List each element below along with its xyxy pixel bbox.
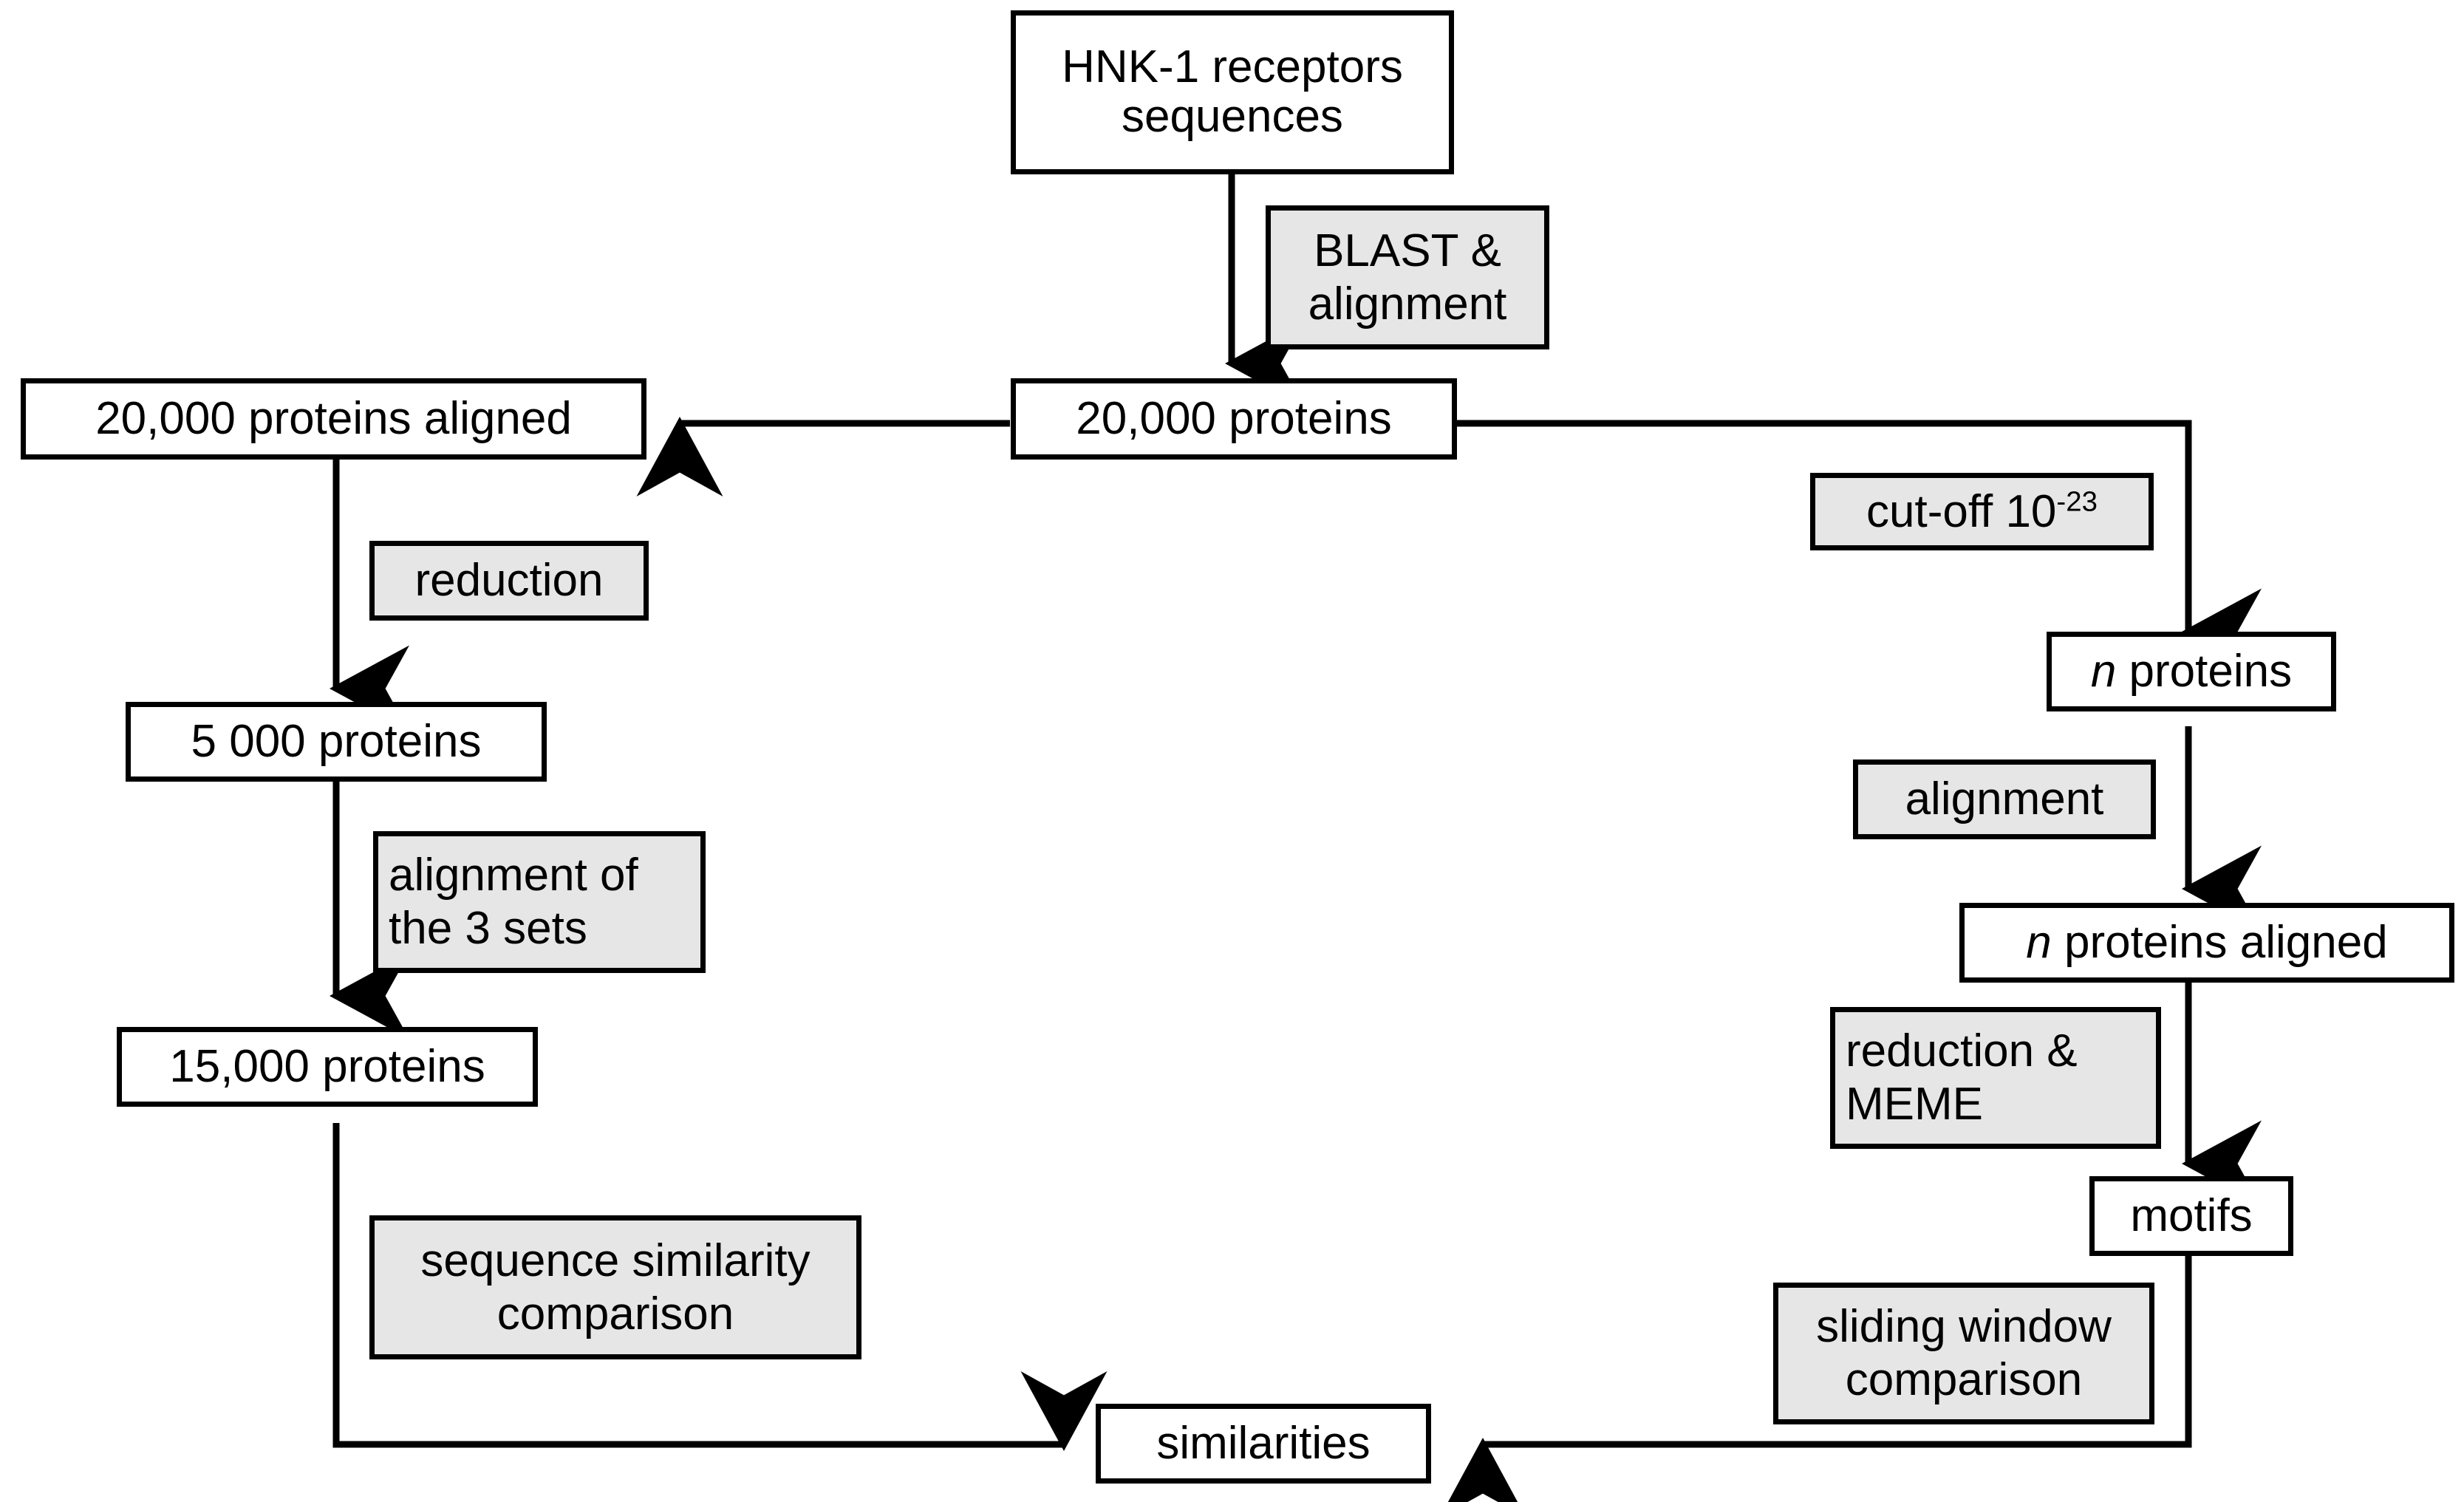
label-blast-alignment[interactable]: BLAST & alignment — [1266, 205, 1549, 349]
node-n-proteins[interactable]: n proteins — [2047, 632, 2336, 711]
label-sequence-similarity-line1: sequence similarity — [420, 1235, 810, 1286]
label-blast-alignment-line1: BLAST & — [1314, 225, 1501, 276]
node-similarities-label: similarities — [1156, 1417, 1371, 1469]
node-5000-proteins-label: 5 000 proteins — [191, 715, 482, 767]
label-blast-alignment-line2: alignment — [1308, 278, 1507, 330]
node-motifs-label: motifs — [2130, 1189, 2253, 1241]
edge-15000-to-similarities — [332, 1123, 1108, 1451]
label-alignment[interactable]: alignment — [1853, 759, 2156, 839]
node-15000-proteins-label: 15,000 proteins — [169, 1040, 485, 1092]
node-source-line2: sequences — [1122, 91, 1343, 142]
label-alignment-3-sets[interactable]: alignment of the 3 sets — [373, 831, 706, 973]
node-5000-proteins[interactable]: 5 000 proteins — [126, 702, 547, 782]
node-n-proteins-aligned[interactable]: n proteins aligned — [1959, 903, 2454, 983]
node-20000-proteins[interactable]: 20,000 proteins — [1011, 378, 1457, 460]
node-source-line1: HNK-1 receptors — [1062, 41, 1403, 93]
label-reduction-line1: reduction — [414, 555, 604, 607]
edge-motifs-to-similarities — [1439, 1256, 2192, 1502]
label-sequence-similarity-line2: comparison — [496, 1288, 734, 1339]
node-source-sequences[interactable]: HNK-1 receptors sequences — [1011, 10, 1454, 174]
node-n-proteins-label: proteins — [2116, 645, 2293, 697]
node-n-proteins-aligned-variable: n — [2026, 916, 2052, 968]
label-cutoff-text: cut-off 10 — [1866, 485, 2057, 537]
label-sliding-window-line1: sliding window — [1816, 1301, 2112, 1353]
label-reduction[interactable]: reduction — [369, 541, 649, 621]
node-motifs[interactable]: motifs — [2089, 1176, 2293, 1256]
label-sequence-similarity-comparison[interactable]: sequence similarity comparison — [369, 1215, 861, 1359]
node-n-proteins-variable: n — [2090, 645, 2117, 697]
label-reduction-meme-line1: reduction & — [1846, 1025, 2078, 1077]
label-reduction-meme-line2: MEME — [1846, 1079, 1983, 1130]
label-sliding-window-comparison[interactable]: sliding window comparison — [1773, 1283, 2154, 1424]
label-sliding-window-line2: comparison — [1845, 1354, 2083, 1405]
node-n-proteins-aligned-label: proteins aligned — [2051, 916, 2388, 968]
edge-proteins20000-to-nproteins — [1457, 420, 2262, 675]
label-reduction-meme[interactable]: reduction & MEME — [1830, 1007, 2161, 1149]
node-20000-proteins-aligned-label: 20,000 proteins aligned — [95, 392, 572, 444]
label-alignment-line1: alignment — [1905, 774, 2104, 825]
label-alignment-3-sets-line1: alignment of — [389, 850, 638, 901]
label-alignment-3-sets-line2: the 3 sets — [389, 903, 587, 954]
node-similarities[interactable]: similarities — [1096, 1404, 1431, 1484]
label-cutoff[interactable]: cut-off 10-23 — [1810, 473, 2154, 550]
label-cutoff-exponent: -23 — [2056, 485, 2098, 517]
node-20000-proteins-label: 20,000 proteins — [1076, 392, 1392, 444]
node-15000-proteins[interactable]: 15,000 proteins — [117, 1027, 538, 1107]
node-20000-proteins-aligned[interactable]: 20,000 proteins aligned — [21, 378, 646, 460]
